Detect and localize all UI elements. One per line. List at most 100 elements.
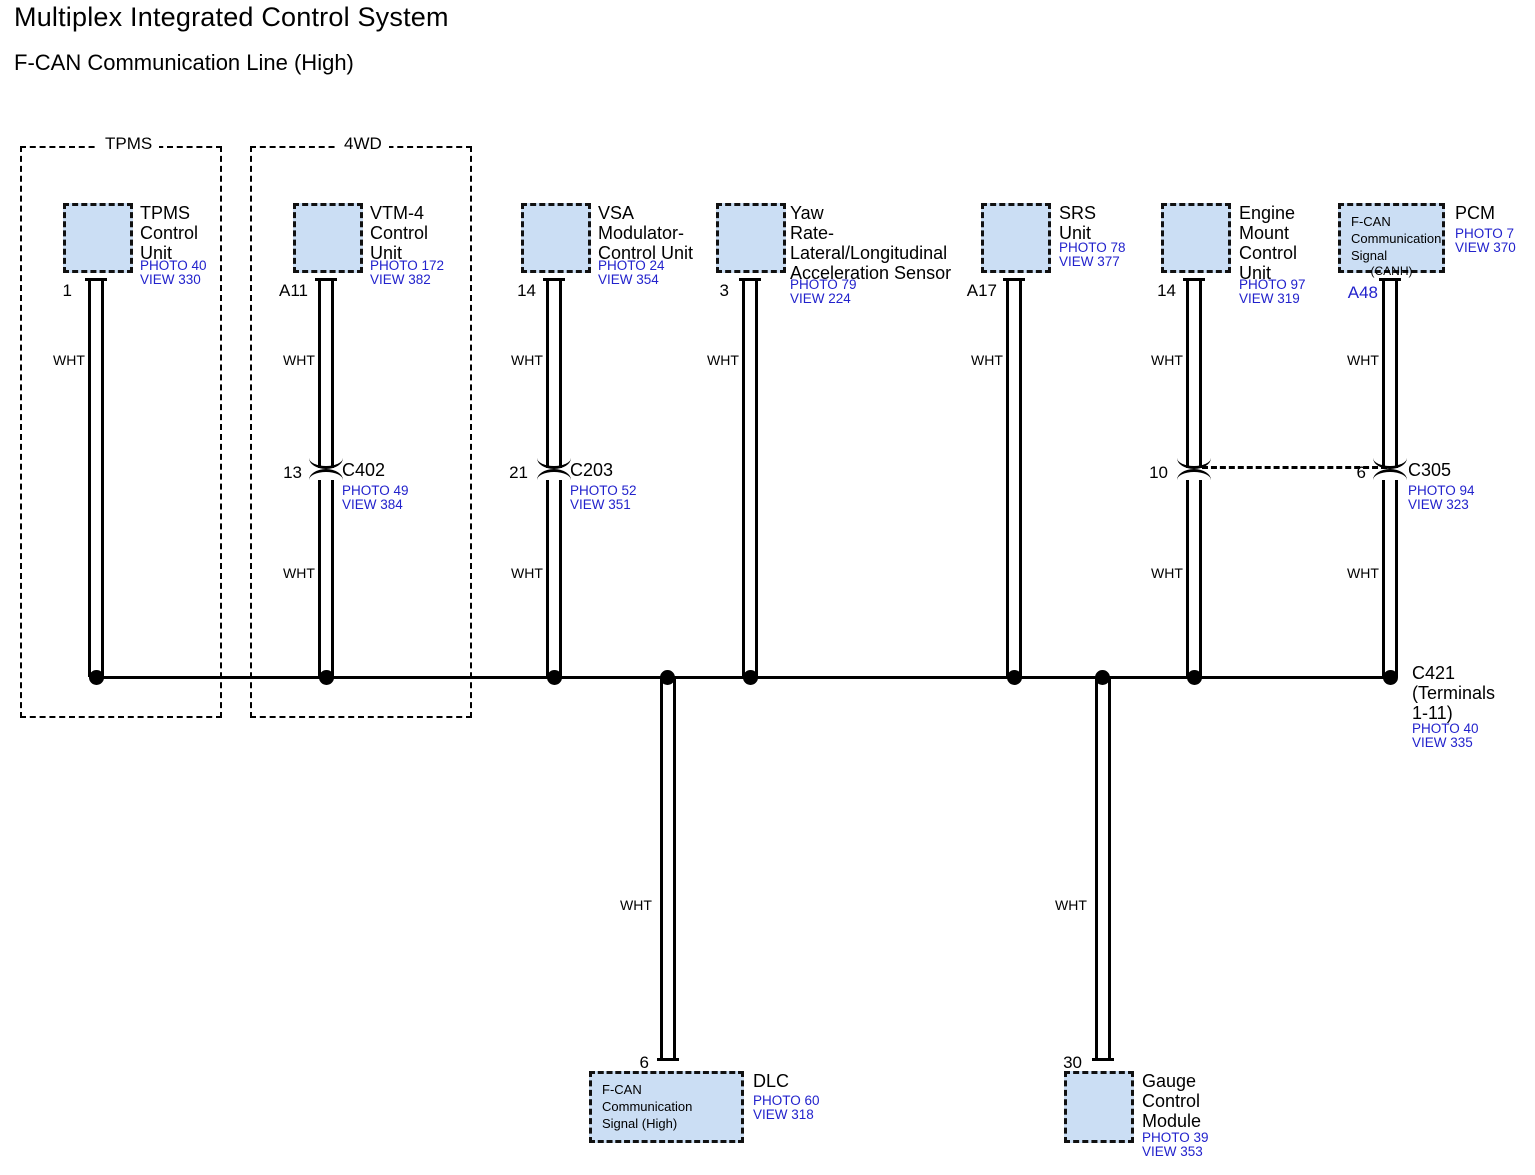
wire-color-label-vsa-upper: WHT	[511, 352, 543, 368]
page-title: Multiplex Integrated Control System	[14, 2, 449, 32]
wire-color-label-gauge: WHT	[1055, 897, 1087, 913]
wire-yaw-to-bus	[742, 278, 758, 677]
component-box-engine-mount-control-unit[interactable]	[1161, 203, 1231, 273]
wire-vsa-to-c203	[546, 278, 562, 468]
component-photo-gauge-control-module: PHOTO 39	[1142, 1130, 1209, 1145]
component-box-dlc[interactable]: F-CAN Communication Signal (High)	[589, 1071, 744, 1143]
component-box-yaw-rate-sensor[interactable]	[716, 203, 786, 273]
connector-view-c402: VIEW 384	[342, 497, 403, 512]
component-box-gauge-control-module[interactable]	[1064, 1071, 1134, 1143]
connector-photo-c421: PHOTO 40	[1412, 721, 1479, 736]
component-view-pcm: VIEW 370	[1455, 240, 1516, 255]
splice-c203	[537, 458, 571, 480]
wire-color-label-engine-mount-lower: WHT	[1151, 565, 1183, 581]
junction-dot-tpms	[89, 670, 104, 685]
wire-engine-mount-upper	[1186, 278, 1202, 468]
wire-c402-to-bus	[318, 480, 334, 677]
wire-vtm4-to-c402	[318, 278, 334, 468]
component-label-engine-mount-control-unit: Engine Mount Control Unit	[1239, 203, 1298, 283]
wire-tpms-to-bus	[88, 278, 104, 677]
component-view-tpms-control-unit: VIEW 330	[140, 272, 201, 287]
splice-c402	[309, 458, 343, 480]
component-photo-tpms-control-unit: PHOTO 40	[140, 258, 207, 273]
connector-label-c203: C203	[570, 460, 614, 480]
terminal-number-c402: 13	[283, 463, 302, 482]
dashed-link-c305	[1202, 466, 1387, 469]
component-view-dlc: VIEW 318	[753, 1107, 814, 1122]
junction-dot-yaw	[743, 670, 758, 685]
wire-color-label-srs: WHT	[971, 352, 1003, 368]
component-view-gauge-control-module: VIEW 353	[1142, 1144, 1203, 1159]
junction-dot-gauge	[1095, 670, 1110, 685]
component-photo-pcm: PHOTO 7	[1455, 226, 1515, 241]
component-view-vsa-modulator-control-unit: VIEW 354	[598, 272, 659, 287]
junction-dot-vsa	[547, 670, 562, 685]
component-inner-text-pcm: F-CAN Communication Signal	[1351, 214, 1442, 263]
wire-c305-to-bus	[1382, 480, 1398, 677]
terminal-number-yaw-rate-sensor: 3	[719, 281, 729, 300]
component-box-vsa-modulator-control-unit[interactable]	[521, 203, 591, 273]
wire-c203-to-bus	[546, 480, 562, 677]
wire-engine-mount-lower	[1186, 480, 1202, 677]
connector-label-c402: C402	[342, 460, 386, 480]
connector-label-c421: C421 (Terminals 1-11)	[1412, 663, 1496, 723]
component-label-vsa-modulator-control-unit: VSA Modulator- Control Unit	[598, 203, 694, 263]
terminal-number-pcm: A48	[1347, 283, 1378, 302]
wire-color-label-dlc: WHT	[620, 897, 652, 913]
terminal-number-dlc: 6	[639, 1053, 649, 1072]
component-box-srs-unit[interactable]	[981, 203, 1051, 273]
splice-c305	[1373, 458, 1407, 480]
component-view-engine-mount-control-unit: VIEW 319	[1239, 291, 1300, 306]
page-subtitle: F-CAN Communication Line (High)	[14, 50, 354, 75]
component-label-vtm4-control-unit: VTM-4 Control Unit	[370, 203, 429, 263]
component-label-yaw-rate-sensor: Yaw Rate- Lateral/Longitudinal Accelerat…	[790, 203, 952, 283]
wire-cap-engine-mount	[1183, 278, 1205, 281]
wire-bus-to-gauge	[1095, 676, 1111, 1061]
component-box-tpms-control-unit[interactable]	[63, 203, 133, 273]
component-photo-vtm4-control-unit: PHOTO 172	[370, 258, 445, 273]
terminal-number-srs-unit: A17	[966, 281, 997, 300]
component-photo-dlc: PHOTO 60	[753, 1093, 820, 1108]
connector-view-c203: VIEW 351	[570, 497, 631, 512]
component-box-vtm4-control-unit[interactable]	[293, 203, 363, 273]
wire-color-label-yaw: WHT	[707, 352, 739, 368]
connector-photo-c402: PHOTO 49	[342, 483, 409, 498]
wire-cap-tpms	[85, 278, 107, 281]
connector-label-c305: C305	[1408, 460, 1452, 480]
connector-view-c305: VIEW 323	[1408, 497, 1469, 512]
connector-photo-c305: PHOTO 94	[1408, 483, 1475, 498]
junction-dot-engine-mount	[1187, 670, 1202, 685]
component-photo-vsa-modulator-control-unit: PHOTO 24	[598, 258, 665, 273]
wire-color-label-tpms: WHT	[53, 352, 85, 368]
connector-view-c421: VIEW 335	[1412, 735, 1473, 750]
wire-bus-to-dlc	[660, 676, 676, 1061]
wire-cap-vtm4	[315, 278, 337, 281]
wire-color-label-pcm-lower: WHT	[1347, 565, 1379, 581]
splice-c305-left	[1177, 458, 1211, 480]
component-photo-engine-mount-control-unit: PHOTO 97	[1239, 277, 1306, 292]
terminal-number-c203: 21	[509, 463, 528, 482]
component-view-vtm4-control-unit: VIEW 382	[370, 272, 431, 287]
terminal-number-c305-left: 10	[1149, 463, 1168, 482]
terminal-number-c305: 6	[1356, 463, 1366, 482]
terminal-number-gauge: 30	[1063, 1053, 1082, 1072]
wire-color-label-vtm4-upper: WHT	[283, 352, 315, 368]
junction-dot-c421	[1383, 670, 1398, 685]
component-photo-yaw-rate-sensor: PHOTO 79	[790, 277, 857, 292]
component-view-yaw-rate-sensor: VIEW 224	[790, 291, 851, 306]
wire-srs-to-bus	[1006, 278, 1022, 677]
wire-cap-gauge	[1092, 1058, 1114, 1061]
wire-color-label-vtm4-lower: WHT	[283, 565, 315, 581]
junction-dot-dlc	[660, 670, 675, 685]
component-box-pcm[interactable]: F-CAN Communication Signal (CANH)	[1338, 203, 1445, 278]
wire-pcm-to-c305	[1382, 278, 1398, 468]
wire-cap-yaw	[739, 278, 761, 281]
component-label-tpms-control-unit: TPMS Control Unit	[140, 203, 199, 263]
component-inner-sub-pcm: (CANH)	[1370, 264, 1413, 278]
component-label-dlc: DLC	[753, 1071, 790, 1091]
wire-cap-srs	[1003, 278, 1025, 281]
terminal-number-vtm4-control-unit: A11	[279, 281, 308, 300]
component-label-gauge-control-module: Gauge Control Module	[1142, 1071, 1202, 1131]
terminal-number-engine-mount-control-unit: 14	[1157, 281, 1176, 300]
